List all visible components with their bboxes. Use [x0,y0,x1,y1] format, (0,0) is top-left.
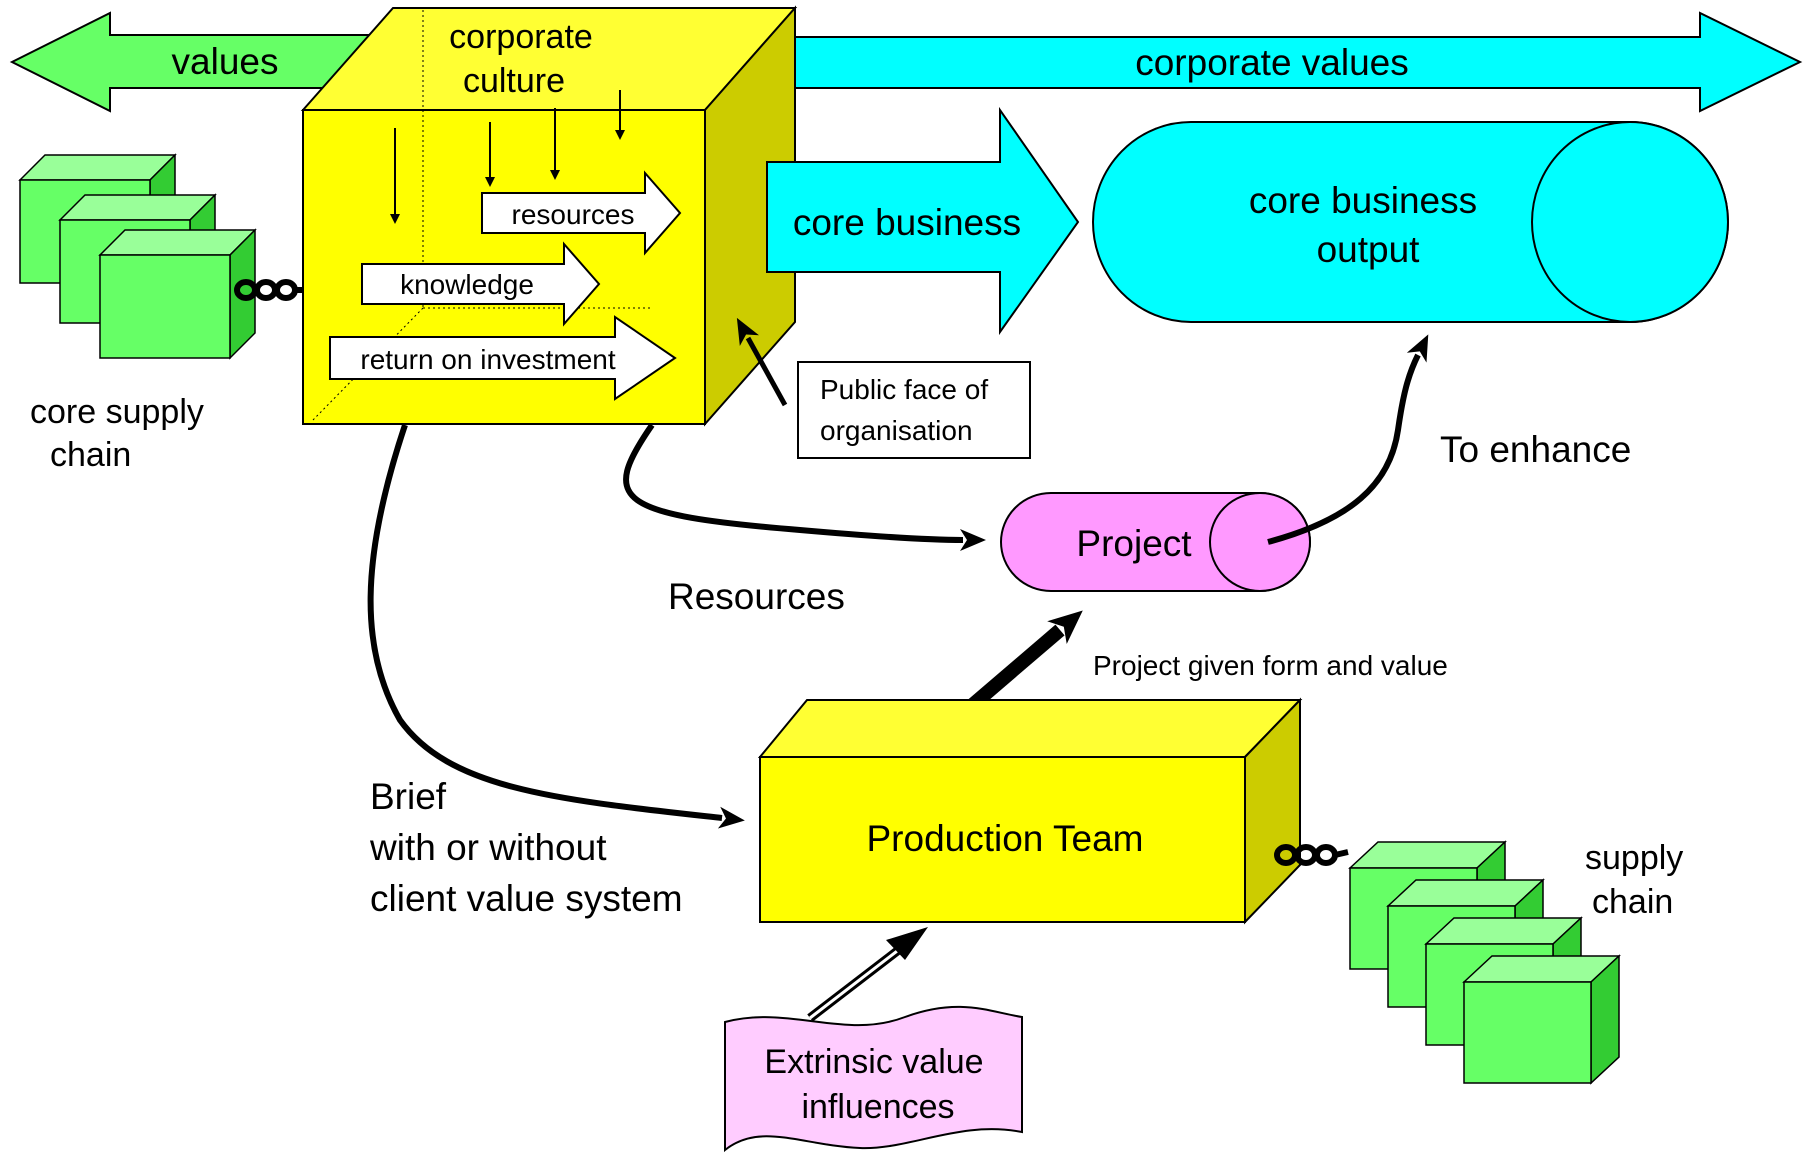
public-face-box: Public face of organisation [797,361,1031,459]
to-enhance-label: To enhance [1440,429,1631,470]
core-supply-chain-line2: chain [50,436,131,474]
supply-cube [98,228,257,360]
supply-chain-line1: supply [1585,839,1683,877]
core-business-output-line1: core business [1249,180,1477,221]
resources-flow-arrow [623,423,986,551]
core-business-arrow: core business [766,106,1080,336]
corporate-culture-cube: corporate culture resources knowledge re… [300,5,798,427]
brief-flow-arrow [367,424,745,829]
chain-link-icon [1274,844,1349,866]
brief-line2: with or without [369,827,607,868]
core-business-output-line2: output [1317,229,1421,270]
supply-chain-cubes [1348,840,1621,1085]
to-enhance-arrow [1267,334,1429,545]
resources-inner-arrow: resources [481,170,682,256]
corporate-values-arrow: corporate values [789,11,1803,113]
roi-inner-arrow: return on investment [329,315,677,401]
roi-inner-label: return on investment [360,344,615,375]
core-supply-chain-line1: core supply [30,393,204,431]
public-face-line1: Public face of [820,374,988,405]
resources-flow-label: Resources [668,576,845,617]
extrinsic-influences-document: Extrinsic value influences [724,1005,1023,1153]
brief-line1: Brief [370,776,447,817]
project-cylinder: Project [1000,492,1311,592]
corporate-culture-line2: culture [463,62,565,100]
values-label: values [172,41,279,82]
extrinsic-arrow [807,927,928,1022]
project-label: Project [1076,523,1192,564]
corporate-culture-line1: corporate [449,18,593,56]
extrinsic-line2: influences [801,1088,954,1126]
core-business-output-cylinder: core business output [1092,121,1729,323]
knowledge-inner-label: knowledge [400,269,534,300]
core-supply-chain-cubes [18,153,257,360]
core-business-label: core business [793,202,1021,243]
resources-inner-label: resources [512,199,635,230]
supply-cube [1462,954,1621,1085]
production-team-box: Production Team [757,697,1303,925]
public-face-line2: organisation [820,415,973,446]
brief-line3: client value system [370,878,683,919]
knowledge-inner-arrow: knowledge [361,241,601,327]
public-face-arrow [736,317,788,407]
corporate-values-label: corporate values [1135,42,1409,83]
project-given-form-label: Project given form and value [1093,650,1448,681]
extrinsic-line1: Extrinsic value [764,1043,983,1081]
production-team-label: Production Team [867,818,1144,859]
supply-chain-line2: chain [1592,883,1673,921]
chain-link-icon [234,279,303,301]
